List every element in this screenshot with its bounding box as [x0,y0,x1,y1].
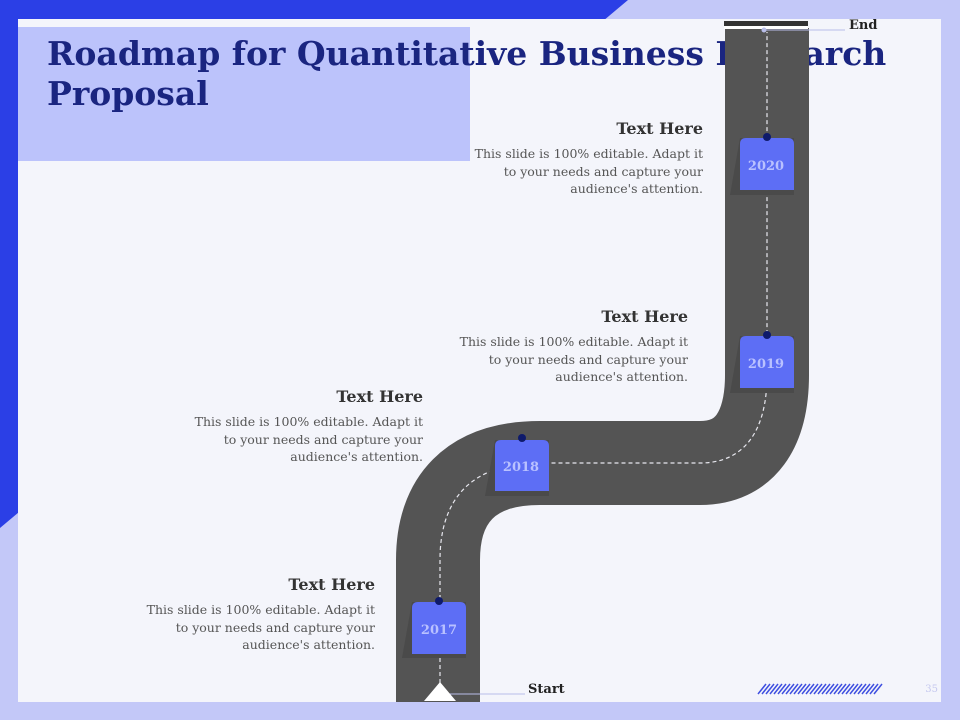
milestone-body: This slide is 100% editable. Adapt it to… [459,334,688,384]
milestone-text-2019: Text Here This slide is 100% editable. A… [458,307,688,386]
title-box [18,27,470,161]
milestone-text-2018: Text Here This slide is 100% editable. A… [193,387,423,466]
milestone-body: This slide is 100% editable. Adapt it to… [474,146,703,196]
slide-number: 35 [925,684,938,695]
year-label-2019: 2019 [748,357,784,372]
milestone-body: This slide is 100% editable. Adapt it to… [146,602,375,652]
milestone-marker-2018: 2018 [485,434,549,496]
year-label-2020: 2020 [748,159,784,174]
end-label: End [849,18,878,33]
milestone-marker-2017: 2017 [402,597,466,658]
year-label-2017: 2017 [421,623,457,638]
milestone-heading: Text Here [616,119,703,138]
milestone-text-2020: Text Here This slide is 100% editable. A… [473,119,703,198]
milestone-marker-2020: 2020 [730,133,794,195]
start-label: Start [528,682,565,697]
start-triangle [424,682,456,701]
milestone-heading: Text Here [336,387,423,406]
milestone-body: This slide is 100% editable. Adapt it to… [194,414,423,464]
milestone-marker-2019: 2019 [730,331,794,393]
year-label-2018: 2018 [503,460,539,475]
hatch-decoration [757,683,883,695]
milestone-heading: Text Here [288,575,375,594]
milestone-heading: Text Here [601,307,688,326]
milestone-text-2017: Text Here This slide is 100% editable. A… [145,575,375,654]
road-end-bar [724,21,808,26]
